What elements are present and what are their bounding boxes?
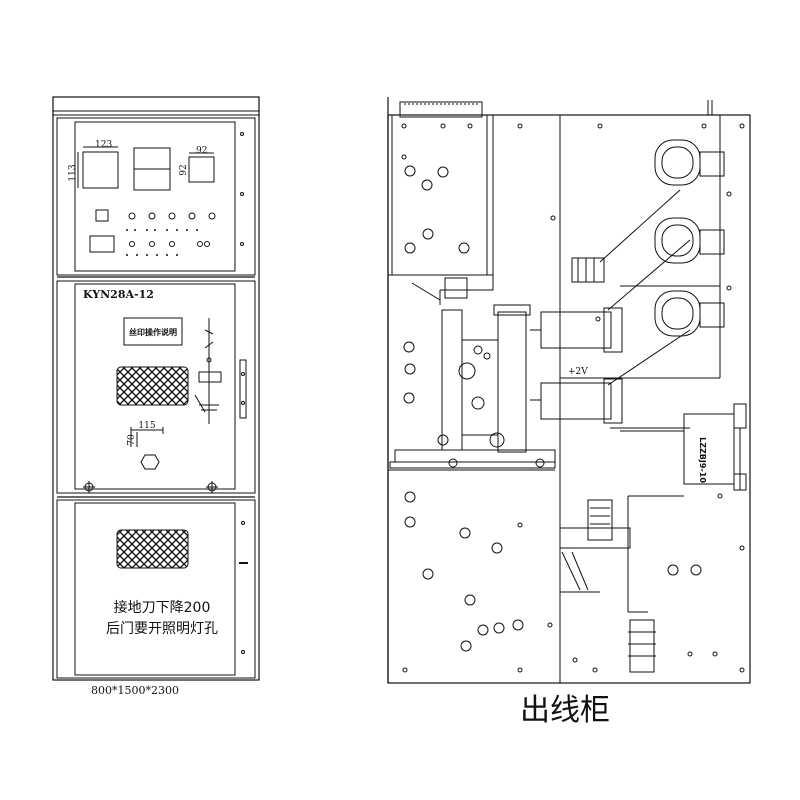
meter-3-height-label: 92 (179, 164, 189, 175)
front-view (52, 96, 260, 681)
current-transformer: LZZBJ9-10 (620, 403, 747, 497)
instrument-door (56, 117, 256, 278)
holes-upper (401, 123, 745, 291)
meter-1-height-label: 113 (68, 164, 78, 181)
cutout-width-label: 115 (138, 421, 155, 431)
voltage-mark: +2V (568, 367, 588, 377)
mimic-diagram (194, 318, 222, 424)
meter-3 (188, 156, 215, 183)
busbar-insulators (571, 139, 725, 337)
note-line-2: 后门要开照明灯孔 (106, 621, 218, 637)
earthing-switch (559, 496, 656, 673)
breaker-door (56, 280, 256, 498)
circuit-breaker: +2V (388, 304, 623, 471)
indicator-box (95, 209, 109, 222)
top-busbar (399, 101, 483, 118)
meter-1-width-label: 123 (95, 140, 112, 150)
drawing-caption: 出线柜 (520, 693, 610, 728)
size-label: 800*1500*2300 (91, 684, 179, 697)
vent-grille-lower (116, 529, 189, 569)
side-view: +2V (387, 97, 751, 684)
meter-3-width-label: 92 (196, 146, 207, 156)
contact-lines (560, 115, 721, 429)
top-cover (52, 96, 260, 112)
pilot-lamps (128, 212, 216, 247)
note-line-1: 接地刀下降200 (114, 599, 211, 616)
cutout-height-label: 70 (127, 434, 137, 446)
ct-label: LZZBJ9-10 (698, 437, 707, 483)
operation-plate-text: 丝印操作说明 (129, 327, 177, 337)
holes-lower (402, 316, 745, 673)
model-label: KYN28A-12 (83, 288, 154, 301)
cutout-dimension (130, 427, 164, 470)
meter-1 (82, 151, 119, 189)
switch-box (89, 235, 115, 253)
vent-grille-upper (116, 366, 189, 406)
operation-plate (123, 317, 183, 346)
door-handle (239, 359, 247, 419)
door-locks (83, 481, 218, 493)
hex-operating-hole (140, 454, 160, 470)
cable-door (56, 499, 256, 679)
